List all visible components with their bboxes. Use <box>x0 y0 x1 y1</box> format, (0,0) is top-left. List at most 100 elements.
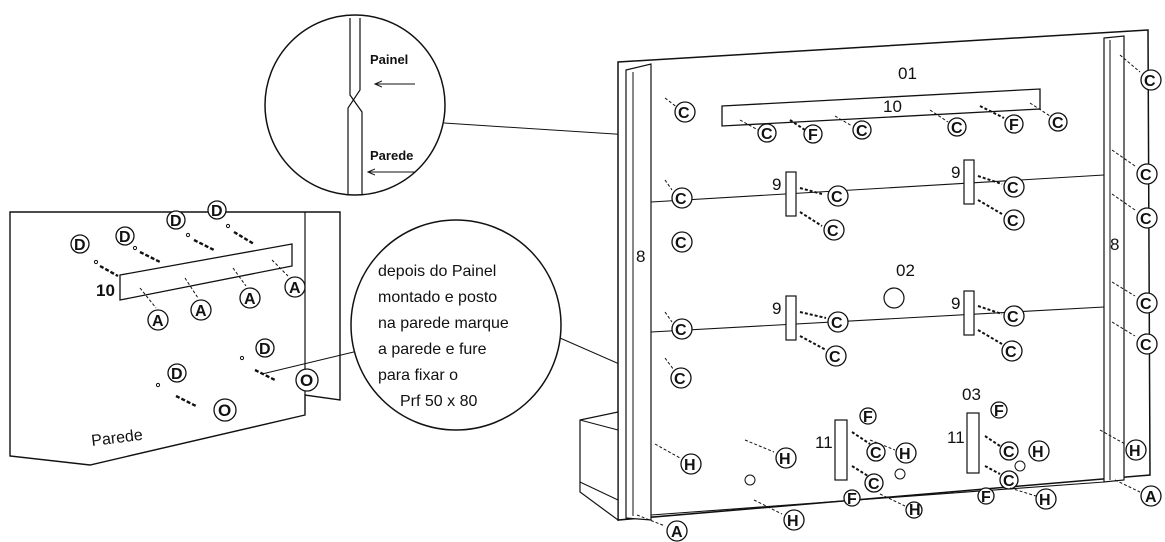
wall-view: 10 Parede D D D D D <box>9 200 363 466</box>
svg-text:C: C <box>827 223 839 240</box>
wall-screw-d-2: D <box>115 226 161 264</box>
svg-text:C: C <box>1005 344 1017 361</box>
panel-part-02: 02 <box>896 261 915 280</box>
wall-leader-line <box>261 349 363 375</box>
wall-label: Parede <box>90 427 143 450</box>
callout-c: C <box>671 231 693 253</box>
callout-c: C <box>799 211 845 241</box>
svg-text:11: 11 <box>815 433 833 452</box>
callout-c: C <box>739 119 777 143</box>
svg-text:C: C <box>951 120 963 137</box>
callout-c: C <box>799 335 847 367</box>
panel-hole-small-2 <box>894 468 906 480</box>
right-side-rail <box>1103 35 1125 483</box>
detail-panel-label: Painel <box>370 52 408 67</box>
callout-c: C <box>799 185 849 207</box>
callout-f: F <box>843 489 861 508</box>
callout-c: C <box>851 431 886 462</box>
svg-text:A: A <box>671 524 683 541</box>
callout-c: C <box>984 435 1019 461</box>
callout-c: C <box>977 199 1025 231</box>
callout-c: C <box>664 311 693 340</box>
svg-text:H: H <box>1129 443 1141 460</box>
svg-text:9: 9 <box>951 294 960 313</box>
callout-c: C <box>799 311 849 333</box>
svg-text:D: D <box>74 237 86 254</box>
svg-text:C: C <box>761 126 773 143</box>
callout-c: C <box>1111 149 1158 185</box>
callout-c: C <box>984 465 1019 490</box>
svg-text:C: C <box>870 445 882 462</box>
svg-text:C: C <box>1003 444 1015 461</box>
svg-text:C: C <box>674 371 686 388</box>
callout-f: F <box>859 407 877 426</box>
top-rail-number: 10 <box>883 97 902 116</box>
bracket-11-left: 11 <box>815 419 848 481</box>
callout-f: F <box>977 487 995 506</box>
svg-text:C: C <box>831 315 843 332</box>
callout-c: C <box>1111 321 1158 355</box>
callout-a: A <box>636 514 688 542</box>
wall-rail <box>119 243 293 301</box>
right-side-number: 8 <box>1110 235 1119 254</box>
note-line-6: Prf 50 x 80 <box>400 393 477 410</box>
callout-c: C <box>1111 281 1158 314</box>
svg-text:9: 9 <box>772 175 781 194</box>
svg-text:9: 9 <box>951 163 960 182</box>
svg-text:H: H <box>909 502 921 519</box>
svg-text:A: A <box>1145 489 1157 506</box>
left-side-number: 8 <box>636 247 645 266</box>
wall-screw-d-1: D <box>70 234 119 278</box>
note-line-1: depois do Painel <box>378 263 496 280</box>
callout-c: C <box>977 305 1025 327</box>
wall-screw-d-6: D <box>155 363 197 408</box>
wall-screw-d-3: D <box>166 210 215 252</box>
svg-text:F: F <box>994 403 1004 420</box>
callout-c: C <box>1111 193 1158 229</box>
callout-c: C <box>834 115 872 140</box>
wall-screw-o-2: O <box>213 398 237 422</box>
note-line-3: na parede marque <box>378 315 509 332</box>
svg-text:F: F <box>863 409 873 426</box>
callout-h: H <box>879 493 923 519</box>
detail-wall-label: Parede <box>370 148 413 163</box>
svg-text:D: D <box>119 229 131 246</box>
callout-h: H <box>1009 487 1057 510</box>
bracket-9-top-left: 9 <box>772 171 797 217</box>
wall-screw-o-1: O <box>295 368 319 392</box>
callout-c: C <box>851 465 884 493</box>
callout-c: C <box>664 357 692 389</box>
svg-text:C: C <box>675 322 687 339</box>
note-line-2: montado e posto <box>378 289 497 306</box>
svg-text:C: C <box>1052 115 1064 132</box>
panel-part-01: 01 <box>898 64 917 83</box>
callout-c: C <box>1119 54 1162 91</box>
svg-text:D: D <box>170 213 182 230</box>
callout-f: F <box>979 105 1024 134</box>
svg-text:C: C <box>1003 473 1015 490</box>
svg-text:A: A <box>195 303 207 320</box>
svg-text:C: C <box>868 476 880 493</box>
svg-text:C: C <box>1007 180 1019 197</box>
svg-text:D: D <box>171 366 183 383</box>
svg-text:O: O <box>300 371 313 390</box>
callout-c: C <box>977 329 1023 362</box>
callout-h: H <box>869 439 917 464</box>
svg-text:H: H <box>779 451 791 468</box>
svg-text:C: C <box>675 191 687 208</box>
svg-text:H: H <box>1032 444 1044 461</box>
bracket-9-mid-right: 9 <box>951 290 975 336</box>
svg-text:C: C <box>1140 167 1152 184</box>
note-line-4: a parede e fure <box>378 341 487 358</box>
svg-text:H: H <box>899 446 911 463</box>
svg-text:A: A <box>244 291 256 308</box>
panel-hole-large <box>883 287 905 309</box>
callout-c: C <box>929 109 967 137</box>
svg-text:F: F <box>1009 117 1019 134</box>
panel-callouts: C C F C C F C C C C C C C C C C C C C C … <box>636 54 1162 542</box>
svg-text:C: C <box>831 189 843 206</box>
svg-text:A: A <box>289 280 301 297</box>
main-panel: 8 8 10 01 02 03 9 9 9 <box>579 29 1151 522</box>
svg-text:D: D <box>259 341 271 358</box>
callout-c: C <box>977 175 1025 198</box>
